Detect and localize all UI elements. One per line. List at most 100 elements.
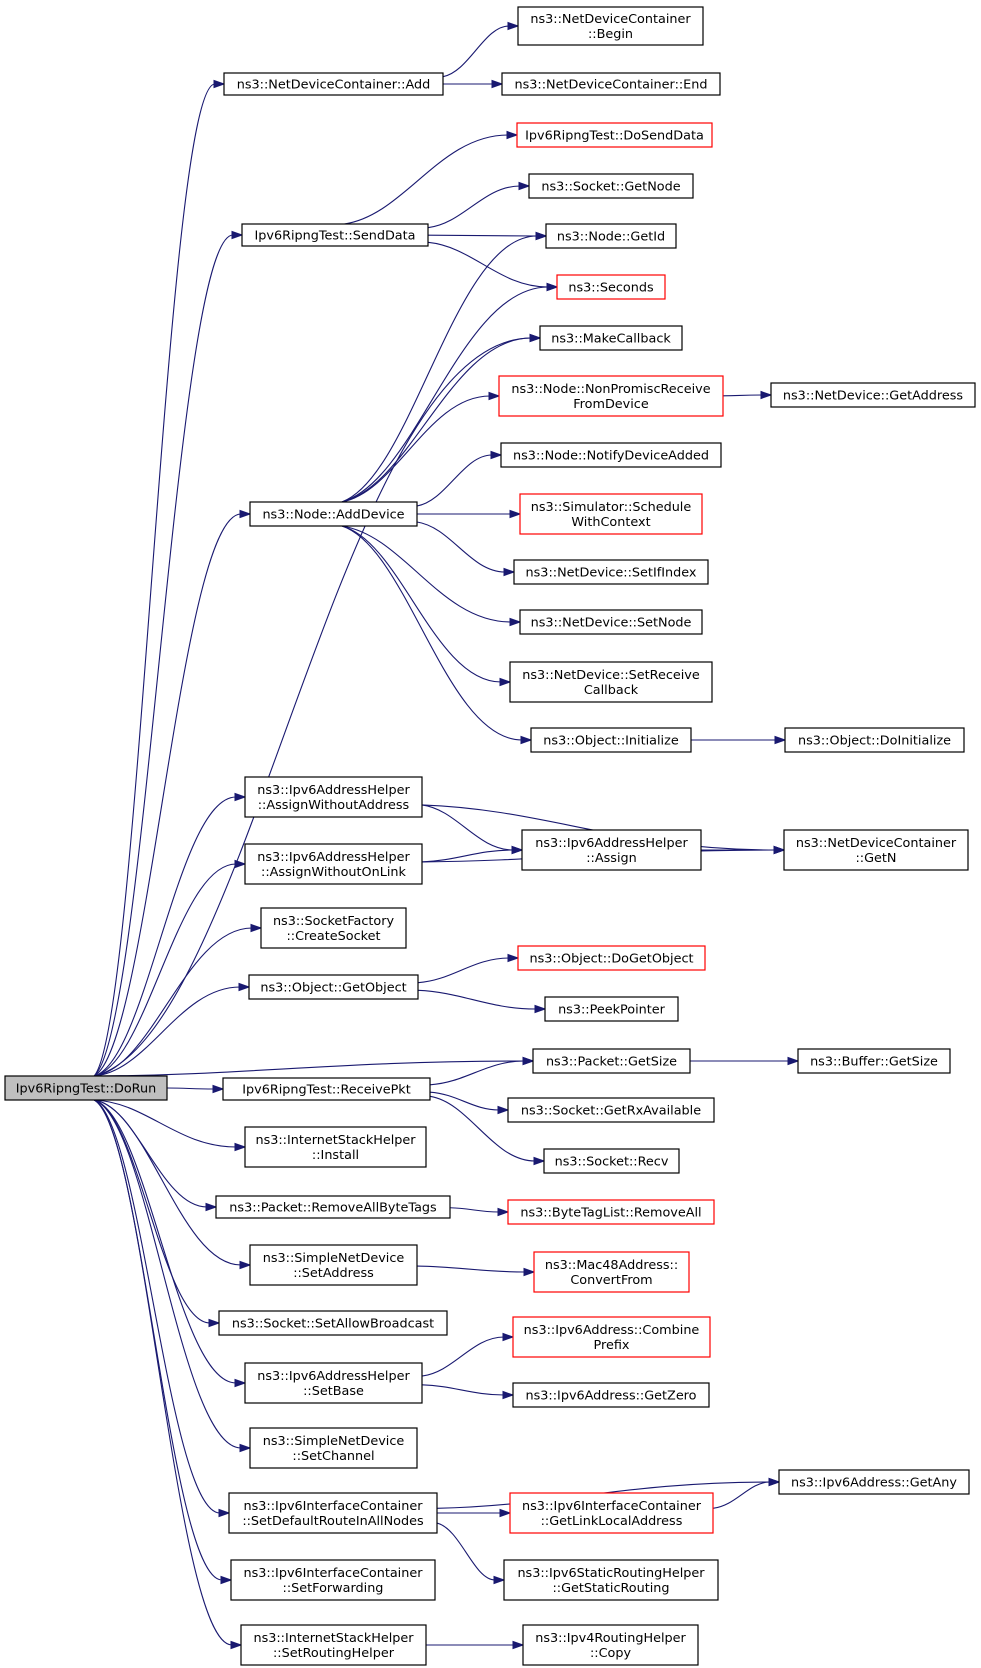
edge-do-run-to-get-object	[94, 986, 241, 1077]
node-box	[556, 274, 666, 300]
node-node-get-id[interactable]: ns3::Node::GetId	[545, 223, 677, 249]
node-nd-get-address[interactable]: ns3::NetDevice::GetAddress	[770, 382, 976, 408]
node-set-def-route[interactable]: ns3::Ipv6InterfaceContainer::SetDefaultR…	[228, 1492, 438, 1534]
edge-receive-pkt-to-pkt-get-size	[429, 1060, 525, 1086]
node-label: ::CreateSocket	[287, 929, 381, 944]
arrowhead	[507, 21, 520, 31]
edge-receive-pkt-to-get-rx-avail	[429, 1091, 500, 1111]
node-label: ns3::Node::AddDevice	[262, 508, 404, 523]
node-do-send-data[interactable]: Ipv6RipngTest::DoSendData	[516, 122, 713, 148]
edge-ndc-add-to-ndc-begin	[442, 25, 510, 78]
edge-receive-pkt-to-sock-recv	[429, 1095, 536, 1162]
node-box	[778, 1469, 970, 1495]
node-label: ns3::Node::GetId	[557, 230, 665, 245]
node-add-device[interactable]: ns3::Node::AddDevice	[249, 501, 418, 527]
node-set-allow-bcast[interactable]: ns3::Socket::SetAllowBroadcast	[218, 1310, 448, 1336]
node-ndc-get-n[interactable]: ns3::NetDeviceContainer::GetN	[783, 829, 969, 871]
node-get-link-local[interactable]: ns3::Ipv6InterfaceContainer::GetLinkLoca…	[509, 1492, 714, 1534]
node-set-node[interactable]: ns3::NetDevice::SetNode	[519, 609, 703, 635]
arrowhead	[499, 677, 512, 687]
node-notify-dev[interactable]: ns3::Node::NotifyDeviceAdded	[500, 442, 722, 468]
node-get-object[interactable]: ns3::Object::GetObject	[248, 974, 419, 1000]
node-assign-wo-addr[interactable]: ns3::Ipv6AddressHelper::AssignWithoutAdd…	[244, 776, 423, 818]
node-do-get-object[interactable]: ns3::Object::DoGetObject	[517, 945, 706, 971]
node-seconds[interactable]: ns3::Seconds	[556, 274, 666, 300]
node-remove-byte-tags[interactable]: ns3::Packet::RemoveAllByteTags	[215, 1195, 451, 1219]
node-box	[516, 122, 713, 148]
node-box	[512, 1316, 711, 1358]
node-box	[260, 907, 407, 949]
node-ndc-add[interactable]: ns3::NetDeviceContainer::Add	[223, 72, 444, 96]
node-snd-set-channel[interactable]: ns3::SimpleNetDevice::SetChannel	[249, 1427, 418, 1469]
arrowhead	[535, 231, 548, 241]
arrowhead	[497, 1207, 510, 1217]
node-ndc-begin[interactable]: ns3::NetDeviceContainer::Begin	[517, 6, 704, 46]
arrowhead	[503, 567, 516, 577]
node-label: Prefix	[594, 1338, 630, 1353]
node-box	[784, 727, 965, 753]
node-make-callback[interactable]: ns3::MakeCallback	[539, 325, 683, 351]
node-get-rx-avail[interactable]: ns3::Socket::GetRxAvailable	[507, 1097, 715, 1123]
node-assign-wo-link[interactable]: ns3::Ipv6AddressHelper::AssignWithoutOnL…	[244, 843, 423, 885]
node-label: ns3::Buffer::GetSize	[810, 1055, 938, 1070]
node-label: ns3::InternetStackHelper	[253, 1631, 414, 1646]
node-set-forwarding[interactable]: ns3::Ipv6InterfaceContainer::SetForwardi…	[230, 1559, 436, 1601]
node-get-static-routing[interactable]: ns3::Ipv6StaticRoutingHelper::GetStaticR…	[503, 1559, 719, 1601]
node-box	[507, 1097, 715, 1123]
node-box	[241, 223, 429, 247]
node-box	[543, 1148, 680, 1174]
node-mac-convert[interactable]: ns3::Mac48Address::ConvertFrom	[533, 1251, 690, 1293]
node-label: ns3::ByteTagList::RemoveAll	[520, 1206, 701, 1221]
node-ish-install[interactable]: ns3::InternetStackHelper::Install	[244, 1126, 427, 1168]
node-do-run[interactable]: Ipv6RipngTest::DoRun	[4, 1075, 168, 1101]
node-obj-init[interactable]: ns3::Object::Initialize	[530, 727, 692, 753]
node-label: ::Copy	[590, 1646, 632, 1661]
node-set-routing-helper[interactable]: ns3::InternetStackHelper::SetRoutingHelp…	[240, 1624, 427, 1666]
node-peek-pointer[interactable]: ns3::PeekPointer	[544, 996, 679, 1022]
edge-set-base-to-combine-prefix	[421, 1336, 505, 1377]
node-btl-remove-all[interactable]: ns3::ByteTagList::RemoveAll	[507, 1199, 715, 1225]
node-send-data[interactable]: Ipv6RipngTest::SendData	[241, 223, 429, 247]
node-assign[interactable]: ns3::Ipv6AddressHelper::Assign	[521, 829, 702, 871]
edge-do-run-to-send-data	[93, 234, 234, 1077]
node-box	[498, 375, 724, 417]
edge-get-link-local-to-get-any	[712, 1481, 771, 1509]
node-obj-do-init[interactable]: ns3::Object::DoInitialize	[784, 727, 965, 753]
node-label: ::Install	[312, 1148, 359, 1163]
edge-do-run-to-make-callback	[93, 337, 532, 1077]
edge-do-run-to-receive-pkt	[166, 1087, 215, 1090]
node-label: ns3::NetDeviceContainer	[530, 12, 691, 27]
node-box	[509, 661, 713, 703]
arrowhead	[208, 1318, 221, 1328]
node-label: ns3::Ipv4RoutingHelper	[535, 1631, 686, 1646]
edge-remove-byte-tags-to-btl-remove-all	[449, 1207, 500, 1213]
arrowhead	[787, 1056, 800, 1066]
node-sock-get-node[interactable]: ns3::Socket::GetNode	[528, 173, 694, 199]
node-label: ns3::NetDeviceContainer::End	[514, 78, 707, 93]
node-create-socket[interactable]: ns3::SocketFactory::CreateSocket	[260, 907, 407, 949]
edge-layer	[93, 21, 800, 1650]
node-snd-set-address[interactable]: ns3::SimpleNetDevice::SetAddress	[249, 1244, 418, 1286]
node-layer: Ipv6RipngTest::DoRun ns3::NetDeviceContai…	[4, 6, 976, 1666]
node-receive-pkt[interactable]: Ipv6RipngTest::ReceivePkt	[222, 1077, 431, 1101]
node-set-base[interactable]: ns3::Ipv6AddressHelper::SetBase	[244, 1362, 423, 1404]
node-buf-get-size[interactable]: ns3::Buffer::GetSize	[797, 1048, 951, 1074]
node-label: ns3::Packet::RemoveAllByteTags	[229, 1201, 437, 1216]
arrowhead	[520, 735, 533, 745]
node-ipv4-copy[interactable]: ns3::Ipv4RoutingHelper::Copy	[522, 1624, 699, 1666]
arrowhead	[768, 1477, 781, 1487]
edge-do-run-to-pkt-get-size	[94, 1060, 525, 1077]
node-label: ns3::NetDevice::SetNode	[531, 616, 692, 631]
node-label: ns3::NetDevice::GetAddress	[783, 389, 963, 404]
node-set-if-index[interactable]: ns3::NetDevice::SetIfIndex	[513, 559, 709, 585]
node-pkt-get-size[interactable]: ns3::Packet::GetSize	[532, 1048, 691, 1074]
node-get-zero[interactable]: ns3::Ipv6Address::GetZero	[512, 1382, 710, 1408]
node-ndc-end[interactable]: ns3::NetDeviceContainer::End	[501, 72, 721, 96]
node-sock-recv[interactable]: ns3::Socket::Recv	[543, 1148, 680, 1174]
node-get-any[interactable]: ns3::Ipv6Address::GetAny	[778, 1469, 970, 1495]
